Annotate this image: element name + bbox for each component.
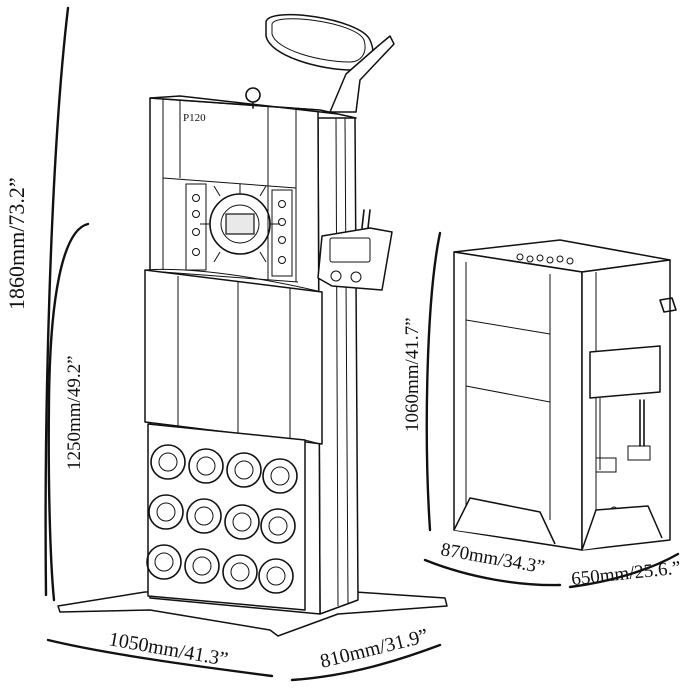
die-set [148,494,296,544]
control-panel [317,209,393,291]
height-1860-line [44,6,70,597]
hydraulic-cabinet [453,239,677,551]
mirror-holder [265,13,395,113]
depth-810-line [290,643,442,682]
label-cabinet-height: 1060mm/41.7” [402,317,423,432]
control-knob [330,270,342,282]
dimension-lines [44,6,680,682]
lifting-eye [245,87,261,103]
cabinet-side [581,259,671,551]
die-set [150,444,298,494]
width-870-line [423,558,562,587]
label-cabinet-depth: 650mm/25.6.” [570,558,681,590]
die-set-rack [146,444,298,594]
width-1050-line [46,638,274,678]
crimping-press: P120 [57,13,448,637]
depth-650-line [568,552,680,589]
label-stand-height: 1250mm/49.2” [64,355,85,470]
crimp-head-dies [200,184,280,263]
control-knob [350,271,362,283]
press-guard-panel [144,269,323,445]
hose-fitting [659,297,677,313]
height-1060-line [425,231,442,532]
label-machine-height: 1860mm/73.2” [4,177,29,310]
top-vent-holes [516,253,574,265]
label-stand-width: 1050mm/41.3” [107,628,230,671]
plate-holes [192,194,286,264]
press-model-label: P120 [183,112,206,124]
die-set [146,544,294,594]
label-cabinet-width: 870mm/34.3” [439,539,546,578]
height-1250-line [47,222,90,602]
